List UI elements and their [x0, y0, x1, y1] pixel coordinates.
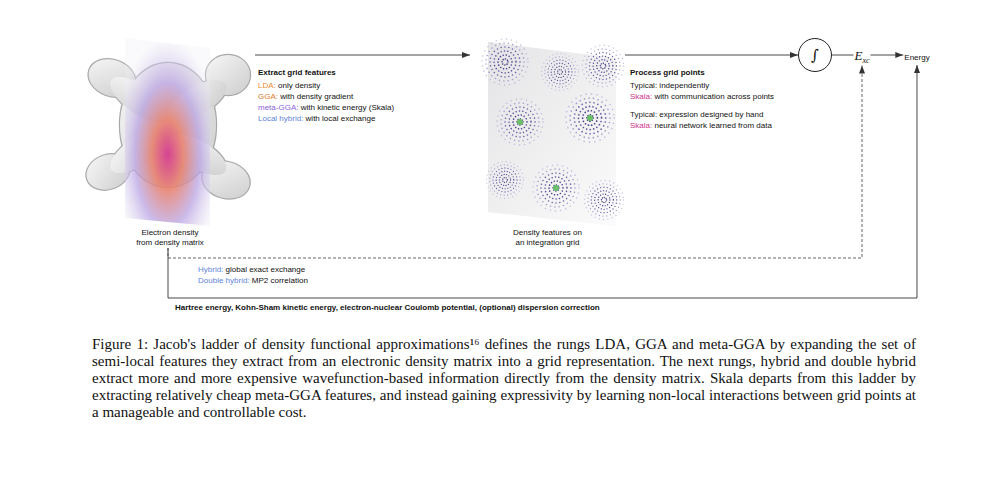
grid-illustration: Density features on an integration grid: [470, 38, 625, 248]
node-text: ∫: [811, 46, 819, 64]
label-row: meta-GGA:with kinetic energy (Skala): [258, 103, 394, 113]
connector: [832, 55, 853, 56]
feature-note: global exact exchange: [226, 265, 306, 274]
label-row: Hybrid:global exact exchange: [198, 265, 305, 275]
feature-note: neural network learned from data: [654, 121, 771, 130]
grid-cluster: [487, 162, 524, 199]
feature-note: with local exchange: [306, 114, 376, 123]
feature-note: independently: [659, 81, 709, 90]
grid-cluster: [497, 99, 543, 145]
node-text: Electron density from density matrix: [135, 228, 206, 248]
feature-note: expression designed by hand: [659, 110, 763, 119]
density-panel: [125, 38, 210, 226]
edge-label: Process grid points: [630, 68, 705, 78]
electron-density-blob: [82, 38, 254, 226]
grid-core: [517, 119, 523, 125]
feature-key: meta-GGA:: [258, 103, 298, 112]
edge-label: Hartree energy, Kohn-Sham kinetic energy…: [175, 303, 600, 313]
node-text: E: [854, 48, 862, 63]
connector: [168, 65, 917, 298]
grid-core: [587, 115, 593, 121]
label-row: Skala:with communication across points: [630, 92, 774, 102]
connector: [625, 55, 798, 56]
dashed-connector: [168, 66, 862, 259]
feature-key: Skala:: [630, 121, 652, 130]
label-row: Local hybrid:with local exchange: [258, 114, 375, 124]
grid-cluster: [482, 39, 528, 85]
grid-cluster: [533, 165, 579, 211]
feature-note: with communication across points: [654, 92, 774, 101]
integration-grid: [482, 39, 624, 226]
feature-note: with density gradient: [280, 92, 353, 101]
label-row: Typical:expression designed by hand: [630, 110, 763, 120]
connector: [255, 55, 470, 56]
grid-cluster: [584, 180, 623, 219]
feature-key: Typical:: [630, 81, 657, 90]
grid-panel: [488, 42, 616, 226]
label-row: GGA:with density gradient: [258, 92, 353, 102]
node-text: Energy: [904, 53, 929, 62]
feature-key: Skala:: [630, 92, 652, 101]
density-illustration: Electron density from density matrix: [85, 38, 255, 248]
integral-circle: ∫: [798, 38, 832, 72]
feature-note: only density: [278, 81, 320, 90]
grid-cluster: [582, 45, 623, 86]
feature-key: LDA:: [258, 81, 276, 90]
node-text: xc: [862, 56, 869, 65]
node-text: Density features on an integration grid: [510, 228, 586, 248]
label-row: Typical:independently: [630, 81, 709, 91]
feature-key: Typical:: [630, 110, 657, 119]
feature-key: Local hybrid:: [258, 114, 303, 123]
connector: [871, 55, 904, 56]
feature-key: Double hybrid:: [198, 276, 250, 285]
grid-cluster: [566, 94, 614, 142]
energy-node: Energy: [903, 45, 930, 65]
xc-energy-symbol: Exc: [853, 45, 870, 66]
label-row: Skala:neural network learned from data: [630, 121, 772, 131]
feature-note: MP2 correlation: [252, 276, 308, 285]
grid-core: [553, 185, 559, 191]
feature-key: Hybrid:: [198, 265, 223, 274]
label-row: Double hybrid:MP2 correlation: [198, 276, 308, 286]
feature-note: with kinetic energy (Skala): [301, 103, 394, 112]
label-row: LDA:only density: [258, 81, 320, 91]
figure-caption: Figure 1: Jacob's ladder of density func…: [92, 336, 916, 421]
grid-cluster: [542, 54, 579, 91]
feature-key: GGA:: [258, 92, 278, 101]
edge-label: Extract grid features: [258, 68, 336, 78]
